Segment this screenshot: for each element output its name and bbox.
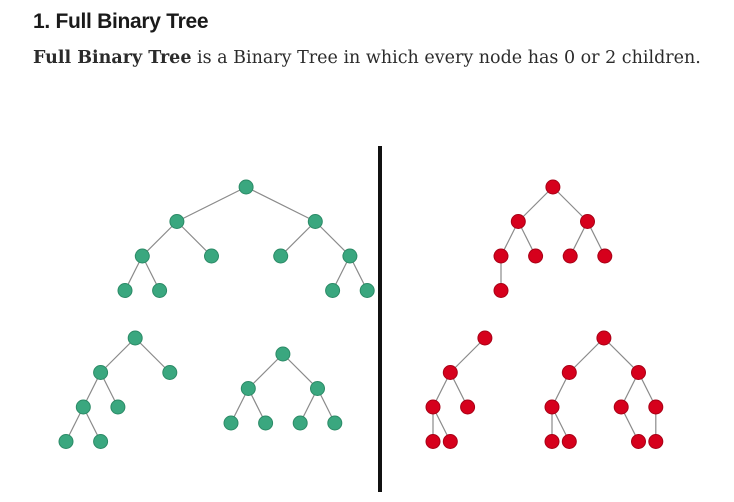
non-full-tree-1-edge (517, 186, 554, 222)
non-full-tree-1-node (597, 248, 613, 264)
full-tree-1-edge (141, 221, 178, 257)
full-tree-2-edge (100, 337, 136, 373)
non-full-tree-1-node (528, 248, 544, 264)
full-tree-1-node (342, 248, 358, 264)
non-full-tree-2-node (425, 434, 441, 449)
non-full-tree-2-node (442, 365, 458, 380)
non-full-tree-1-edge (552, 186, 588, 222)
full-tree-3-edge (247, 353, 284, 389)
non-full-tree-3-node (561, 365, 577, 380)
non-full-tree-3-node (648, 399, 664, 415)
non-full-tree-3-node (544, 399, 560, 415)
full-tree-1-node (325, 283, 341, 298)
full-tree-1-node (134, 248, 150, 264)
full-tree-3-edge (282, 353, 318, 389)
non-full-tree-1-node (493, 283, 509, 298)
full-tree-2-node (127, 330, 143, 346)
full-tree-2-node (93, 365, 109, 380)
non-full-tree-3-node (648, 434, 664, 449)
full-tree-1-node (204, 248, 219, 264)
non-full-tree-2-node (477, 330, 493, 346)
full-tree-1-node (359, 283, 375, 298)
tree-nodes (58, 179, 664, 449)
non-full-tree-2-node (425, 399, 441, 415)
definition-paragraph: Full Binary Tree is a Binary Tree in whi… (33, 48, 701, 68)
full-tree-1-node (117, 283, 133, 298)
full-tree-2-node (75, 399, 91, 415)
non-full-tree-2-node (460, 399, 476, 415)
full-tree-2-node (110, 399, 126, 415)
full-tree-1-edge (314, 221, 351, 257)
definition-term: Full Binary Tree (33, 48, 192, 68)
non-full-tree-3-edge (603, 337, 639, 373)
definition-text: is a Binary Tree in which every node has… (191, 48, 701, 68)
non-full-tree-3-edge (568, 337, 605, 373)
full-tree-3-node (275, 346, 291, 362)
non-full-tree-3-node (596, 330, 612, 346)
full-tree-1-node (273, 248, 289, 264)
full-tree-1-edge (280, 221, 316, 257)
full-tree-2-node (162, 365, 178, 380)
full-tree-1-edge (245, 186, 316, 223)
non-full-tree-3-node (561, 434, 577, 449)
full-tree-3-node (292, 415, 308, 431)
non-full-tree-1-node (545, 179, 561, 195)
non-full-tree-1-node (562, 248, 578, 264)
non-full-tree-1-node (510, 214, 526, 229)
full-tree-1-edge (176, 221, 212, 257)
non-full-tree-2-node (442, 434, 458, 449)
tree-edges (65, 186, 657, 442)
full-tree-1-node (152, 283, 168, 298)
full-tree-3-node (258, 415, 274, 431)
section-heading: 1. Full Binary Tree (33, 10, 209, 33)
full-tree-1-edge (176, 186, 247, 223)
full-tree-1-node (169, 214, 185, 229)
full-tree-3-node (223, 415, 239, 431)
non-full-tree-1-node (493, 248, 509, 264)
divider-line (378, 146, 382, 492)
full-tree-3-node (310, 381, 325, 396)
non-full-tree-1-node (580, 214, 595, 229)
full-tree-2-edge (134, 337, 171, 373)
full-tree-3-node (327, 415, 343, 431)
non-full-tree-3-node (631, 365, 646, 380)
non-full-tree-3-node (613, 399, 629, 415)
non-full-tree-2-edge (449, 337, 486, 373)
full-tree-1-node (307, 214, 323, 229)
full-tree-2-node (93, 434, 109, 449)
non-full-tree-3-node (631, 434, 646, 449)
full-tree-1-node (238, 179, 254, 195)
full-tree-3-node (240, 381, 256, 396)
full-tree-2-node (58, 434, 74, 449)
non-full-tree-3-node (544, 434, 560, 449)
